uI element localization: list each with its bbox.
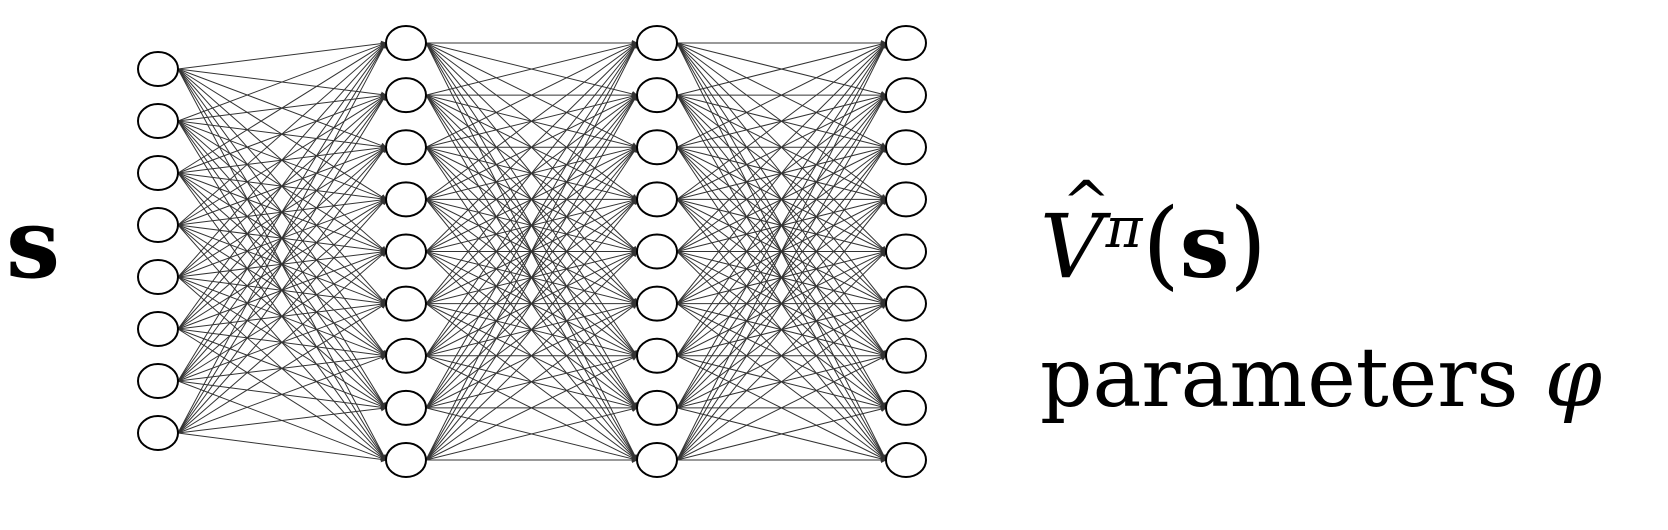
connection-hidden-2-3-to-output-layer-0 <box>676 42 887 200</box>
neuron-hidden-1-7 <box>385 389 427 426</box>
parameters-label: parameters φ <box>1040 338 1602 420</box>
connection-input-7-to-hidden-1-7 <box>177 405 387 434</box>
connection-hidden-2-8-to-output-layer-2 <box>676 146 887 461</box>
neuron-hidden-2-3 <box>636 181 678 218</box>
neuron-hidden-2-2 <box>636 129 678 166</box>
connection-hidden-1-8-to-hidden-2-4 <box>425 250 638 461</box>
connection-hidden-2-4-to-output-layer-0 <box>676 42 887 252</box>
connection-hidden-1-8-to-hidden-2-1 <box>425 94 638 461</box>
neuron-hidden-1-0 <box>385 25 427 61</box>
connection-hidden-1-8-to-hidden-2-7 <box>425 406 638 461</box>
connection-input-7-to-hidden-1-5 <box>177 303 387 434</box>
value-function-label: V ^ π(s) <box>1040 173 1267 292</box>
connection-input-3-to-hidden-1-0 <box>177 42 387 226</box>
connection-hidden-2-8-to-output-layer-4 <box>676 250 887 461</box>
connection-hidden-1-8-to-hidden-2-6 <box>425 355 638 461</box>
value-symbol: V ^ <box>1040 173 1111 291</box>
connection-hidden-2-8-to-output-layer-0 <box>676 42 887 461</box>
connection-hidden-1-7-to-hidden-2-0 <box>425 42 638 409</box>
neuron-input-6 <box>137 363 179 399</box>
connection-hidden-1-3-to-hidden-2-0 <box>425 42 638 200</box>
connection-hidden-1-5-to-hidden-2-0 <box>425 42 638 304</box>
connection-hidden-2-8-to-output-layer-6 <box>676 355 887 461</box>
connection-input-5-to-hidden-1-0 <box>177 42 387 330</box>
neuron-output-layer-2 <box>885 129 927 166</box>
network-neurons <box>137 25 927 478</box>
connection-hidden-1-8-to-hidden-2-3 <box>425 198 638 461</box>
parameters-text: parameters <box>1040 331 1519 426</box>
neuron-hidden-2-5 <box>636 285 678 322</box>
connection-input-7-to-hidden-1-8 <box>177 432 387 463</box>
input-state-label: s <box>6 196 60 292</box>
neuron-input-2 <box>137 155 179 191</box>
connection-hidden-2-6-to-output-layer-0 <box>676 42 887 357</box>
connection-input-7-to-hidden-1-4 <box>177 250 387 434</box>
neuron-input-0 <box>137 51 179 87</box>
connection-input-6-to-hidden-1-0 <box>177 42 387 382</box>
connection-hidden-2-7-to-output-layer-0 <box>676 42 887 409</box>
neuron-output-layer-3 <box>885 181 927 218</box>
neuron-hidden-1-4 <box>385 233 427 270</box>
connection-input-2-to-hidden-1-0 <box>177 42 387 174</box>
neuron-input-1 <box>137 103 179 139</box>
connection-hidden-2-8-to-output-layer-5 <box>676 303 887 461</box>
connection-hidden-2-2-to-output-layer-0 <box>676 42 887 148</box>
neuron-input-3 <box>137 207 179 243</box>
neuron-output-layer-1 <box>885 77 927 114</box>
neuron-output-layer-5 <box>885 285 927 322</box>
open-paren: ( <box>1142 188 1180 300</box>
connection-input-7-to-hidden-1-3 <box>177 198 387 434</box>
neuron-hidden-1-1 <box>385 77 427 114</box>
neuron-output-layer-6 <box>885 337 927 374</box>
connection-input-7-to-hidden-1-2 <box>177 146 387 434</box>
neuron-hidden-2-4 <box>636 233 678 270</box>
neuron-hidden-2-6 <box>636 337 678 374</box>
connection-hidden-1-4-to-hidden-2-0 <box>425 42 638 252</box>
connection-hidden-1-8-to-hidden-2-2 <box>425 146 638 461</box>
connection-input-4-to-hidden-1-0 <box>177 42 387 278</box>
value-symbol-letter: V <box>1040 195 1104 298</box>
close-paren: ) <box>1229 188 1267 300</box>
connection-hidden-1-2-to-hidden-2-0 <box>425 42 638 148</box>
hat-accent: ^ <box>1062 168 1111 236</box>
neuron-output-layer-4 <box>885 233 927 270</box>
input-state-symbol: s <box>6 187 61 300</box>
neuron-hidden-1-3 <box>385 181 427 218</box>
neuron-hidden-2-8 <box>636 442 678 478</box>
connection-hidden-1-8-to-hidden-2-0 <box>425 42 638 461</box>
neuron-hidden-2-0 <box>636 25 678 61</box>
neuron-hidden-1-8 <box>385 442 427 478</box>
neuron-output-layer-8 <box>885 442 927 478</box>
connection-hidden-2-8-to-output-layer-1 <box>676 94 887 461</box>
connection-hidden-2-5-to-output-layer-0 <box>676 42 887 304</box>
connection-input-7-to-hidden-1-6 <box>177 354 387 434</box>
state-argument: s <box>1179 194 1230 298</box>
connection-input-1-to-hidden-1-0 <box>177 41 387 122</box>
network-connections <box>177 40 887 463</box>
neuron-hidden-2-7 <box>636 389 678 426</box>
connection-hidden-2-1-to-output-layer-0 <box>676 41 887 96</box>
parameters-symbol: φ <box>1544 331 1603 426</box>
connection-input-7-to-hidden-1-1 <box>177 94 387 434</box>
neuron-hidden-1-5 <box>385 285 427 322</box>
connection-hidden-1-6-to-hidden-2-0 <box>425 42 638 357</box>
neuron-output-layer-0 <box>885 25 927 61</box>
neuron-output-layer-7 <box>885 389 927 426</box>
connection-input-7-to-hidden-1-0 <box>177 42 387 434</box>
connection-hidden-1-1-to-hidden-2-0 <box>425 41 638 96</box>
connection-hidden-2-8-to-output-layer-7 <box>676 406 887 461</box>
policy-superscript: π <box>1105 196 1143 261</box>
neuron-hidden-1-6 <box>385 337 427 374</box>
connection-input-0-to-hidden-1-0 <box>177 40 387 70</box>
neuron-hidden-1-2 <box>385 129 427 166</box>
neuron-input-5 <box>137 311 179 347</box>
neuron-input-4 <box>137 259 179 295</box>
connection-hidden-2-8-to-output-layer-3 <box>676 198 887 461</box>
neuron-input-7 <box>137 415 179 451</box>
neuron-hidden-2-1 <box>636 77 678 114</box>
connection-hidden-1-8-to-hidden-2-5 <box>425 303 638 461</box>
